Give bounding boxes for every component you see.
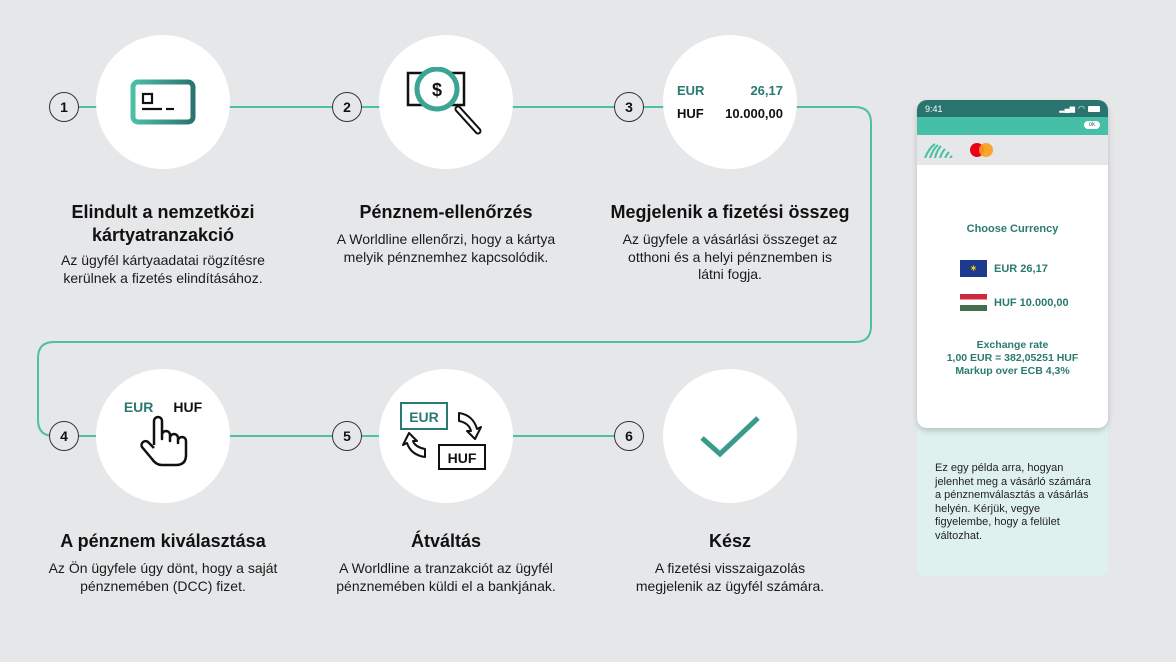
currency-exchange-icon: EUR HUF <box>400 402 486 470</box>
markup-value: Markup over ECB 4,3% <box>955 365 1070 377</box>
exchange-rate-value: 1,00 EUR = 382,05251 HUF <box>946 352 1079 364</box>
step-2-desc: A Worldline ellenőrzi, hogy a kártya mel… <box>336 231 556 265</box>
amount-huf-value: 10.000,00 <box>725 106 783 121</box>
step-1-icon-circle <box>96 35 230 169</box>
credit-card-icon <box>130 79 196 125</box>
exchange-rate-info: Exchange rate 1,00 EUR = 382,05251 HUF M… <box>917 339 1108 378</box>
huf-option-label: HUF 10.000,00 <box>994 296 1069 309</box>
pointing-hand-icon <box>140 415 188 467</box>
step-3-amount-circle: EUR 26,17 HUF 10.000,00 <box>663 35 797 169</box>
step-2-title: Pénznem-ellenőrzés <box>359 202 533 222</box>
exchange-rate-label: Exchange rate <box>976 339 1049 351</box>
worldline-logo-icon <box>924 143 953 158</box>
step-6-desc: A fizetési visszaigazolás megjelenik az … <box>635 560 825 594</box>
checkmark-icon <box>700 416 760 458</box>
step-1-title: Elindult a nemzetközi kártyatranzakció <box>71 202 255 245</box>
hungary-flag-icon <box>960 294 987 311</box>
logo-bar <box>917 135 1108 165</box>
step-number-5: 5 <box>332 421 362 451</box>
currency-option-eur[interactable]: ✶ EUR 26,17 <box>960 260 1108 277</box>
amount-eur-label: EUR <box>677 83 705 98</box>
step-5-title: Átváltás <box>410 531 482 551</box>
step-number-4: 4 <box>49 421 79 451</box>
teal-bar: ok <box>917 117 1108 135</box>
step-4-desc: Az Ön ügyfele úgy dönt, hogy a saját pén… <box>48 560 278 594</box>
choose-currency-heading: Choose Currency <box>966 223 1059 235</box>
step-2-icon-circle: $ <box>379 35 513 169</box>
mastercard-logo-icon <box>970 143 993 157</box>
amount-eur-value: 26,17 <box>750 83 783 98</box>
step-6-title: Kész <box>708 531 752 551</box>
step-number-3: 3 <box>614 92 644 122</box>
eu-flag-icon: ✶ <box>960 260 987 277</box>
option-huf: HUF <box>173 399 203 415</box>
magnifier-dollar-icon: $ <box>406 67 482 135</box>
currency-option-huf[interactable]: HUF 10.000,00 <box>960 294 1108 311</box>
step-6-icon-circle <box>663 369 797 503</box>
step-number-1: 1 <box>49 92 79 122</box>
step-5-icon-circle: EUR HUF <box>379 369 513 503</box>
eur-option-label: EUR 26,17 <box>994 262 1048 275</box>
signal-icon: ▂▄▆ <box>1059 105 1076 113</box>
step-number-6: 6 <box>614 421 644 451</box>
step-4-icon-circle: EUR HUF <box>96 369 230 503</box>
step-3-desc: Az ügyfele a vásárlási összeget az ottho… <box>622 231 838 282</box>
exchange-eur-label: EUR <box>409 409 439 425</box>
wifi-icon: ◠ <box>1078 104 1085 113</box>
exchange-huf-label: HUF <box>448 450 477 466</box>
status-time: 9:41 <box>925 103 943 114</box>
ok-button[interactable]: ok <box>1083 121 1100 129</box>
phone-mockup: 9:41 ▂▄▆ ◠ ok Choose Currency ✶ EUR 26,1… <box>917 100 1108 428</box>
status-bar: 9:41 ▂▄▆ ◠ <box>917 100 1108 117</box>
amount-huf-label: HUF <box>677 106 704 121</box>
battery-icon <box>1088 105 1100 112</box>
step-number-2: 2 <box>332 92 362 122</box>
step-1-desc: Az ügyfél kártyaadatai rögzítésre kerüln… <box>61 252 265 286</box>
step-5-desc: A Worldline a tranzakciót az ügyfél pénz… <box>336 560 556 594</box>
step-4-title: A pénznem kiválasztása <box>60 531 266 551</box>
info-text: Ez egy példa arra, hogyan jelenhet meg a… <box>935 462 1091 542</box>
step-3-title: Megjelenik a fizetési összeg <box>610 202 850 222</box>
option-eur: EUR <box>123 399 154 415</box>
info-box: Ez egy példa arra, hogyan jelenhet meg a… <box>917 410 1108 576</box>
svg-text:$: $ <box>432 80 442 100</box>
